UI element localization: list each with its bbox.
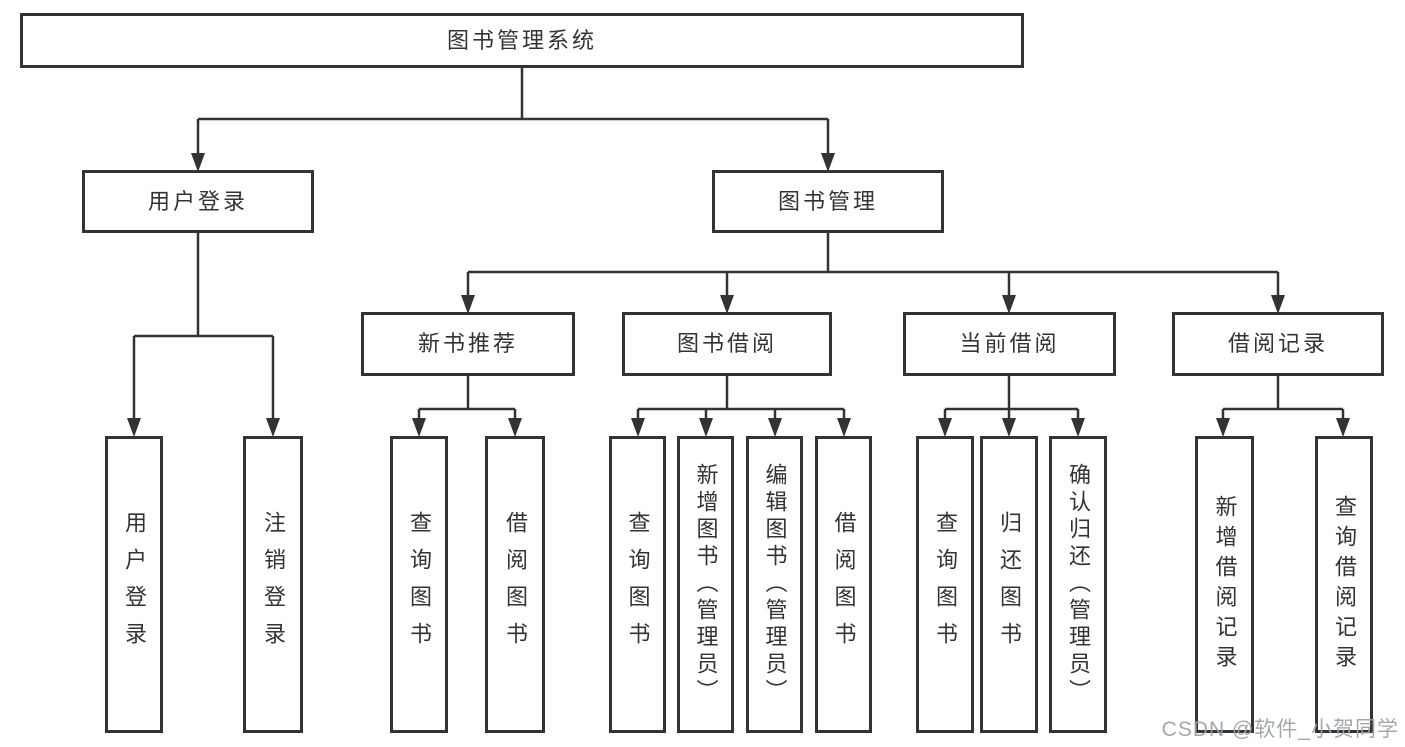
leaf-label: 新增图书（管理员） — [693, 463, 719, 706]
node-root: 图书管理系统 — [20, 13, 1024, 68]
leaf-confirm-return-admin: 确认归还（管理员） — [1049, 436, 1107, 733]
leaf-user-login: 用户登录 — [105, 436, 163, 733]
leaf-query-books-1: 查询图书 — [390, 436, 448, 733]
leaf-logout: 注销登录 — [243, 436, 303, 733]
leaf-add-borrow-record: 新增借阅记录 — [1195, 436, 1254, 733]
connector-borrow-records — [1221, 376, 1345, 421]
leaf-label: 查询借阅记录 — [1332, 494, 1357, 675]
leaf-label: 查询图书 — [625, 510, 651, 659]
connector-root-trunk — [196, 68, 830, 156]
leaf-label: 注销登录 — [261, 510, 286, 659]
node-user-login: 用户登录 — [82, 170, 314, 233]
leaf-borrow-books-2: 借阅图书 — [815, 436, 872, 733]
leaf-label: 新增借阅记录 — [1212, 494, 1238, 675]
leaf-label: 借阅图书 — [503, 510, 528, 659]
connector-book-mgmt — [466, 233, 1280, 297]
arrowheads — [127, 153, 1350, 437]
leaf-label: 查询图书 — [407, 510, 432, 659]
node-book-management: 图书管理 — [712, 170, 944, 233]
leaf-query-borrow-record: 查询借阅记录 — [1315, 436, 1373, 733]
connector-book-borrow — [636, 376, 846, 421]
node-current-borrowing: 当前借阅 — [903, 312, 1116, 376]
leaf-label: 用户登录 — [122, 510, 147, 659]
leaf-label: 借阅图书 — [831, 510, 857, 659]
node-book-borrowing: 图书借阅 — [622, 312, 832, 376]
leaf-edit-books-admin: 编辑图书（管理员） — [746, 436, 803, 733]
leaf-add-books-admin: 新增图书（管理员） — [677, 436, 734, 733]
leaf-borrow-books-1: 借阅图书 — [485, 436, 545, 733]
connector-new-books — [417, 376, 517, 421]
leaf-label: 查询图书 — [933, 510, 958, 659]
leaf-label: 归还图书 — [997, 510, 1022, 659]
leaf-return-books: 归还图书 — [980, 436, 1038, 733]
leaf-query-books-2: 查询图书 — [609, 436, 666, 733]
csdn-watermark: CSDN @软件_小贺同学 — [1161, 718, 1399, 741]
connector-user-login — [132, 233, 275, 420]
node-borrow-records: 借阅记录 — [1172, 312, 1384, 376]
connector-current-borrow — [943, 376, 1080, 421]
leaf-query-books-3: 查询图书 — [916, 436, 974, 733]
leaf-label: 编辑图书（管理员） — [762, 463, 788, 706]
node-new-book-recommend: 新书推荐 — [361, 312, 575, 376]
leaf-label: 确认归还（管理员） — [1066, 463, 1091, 706]
